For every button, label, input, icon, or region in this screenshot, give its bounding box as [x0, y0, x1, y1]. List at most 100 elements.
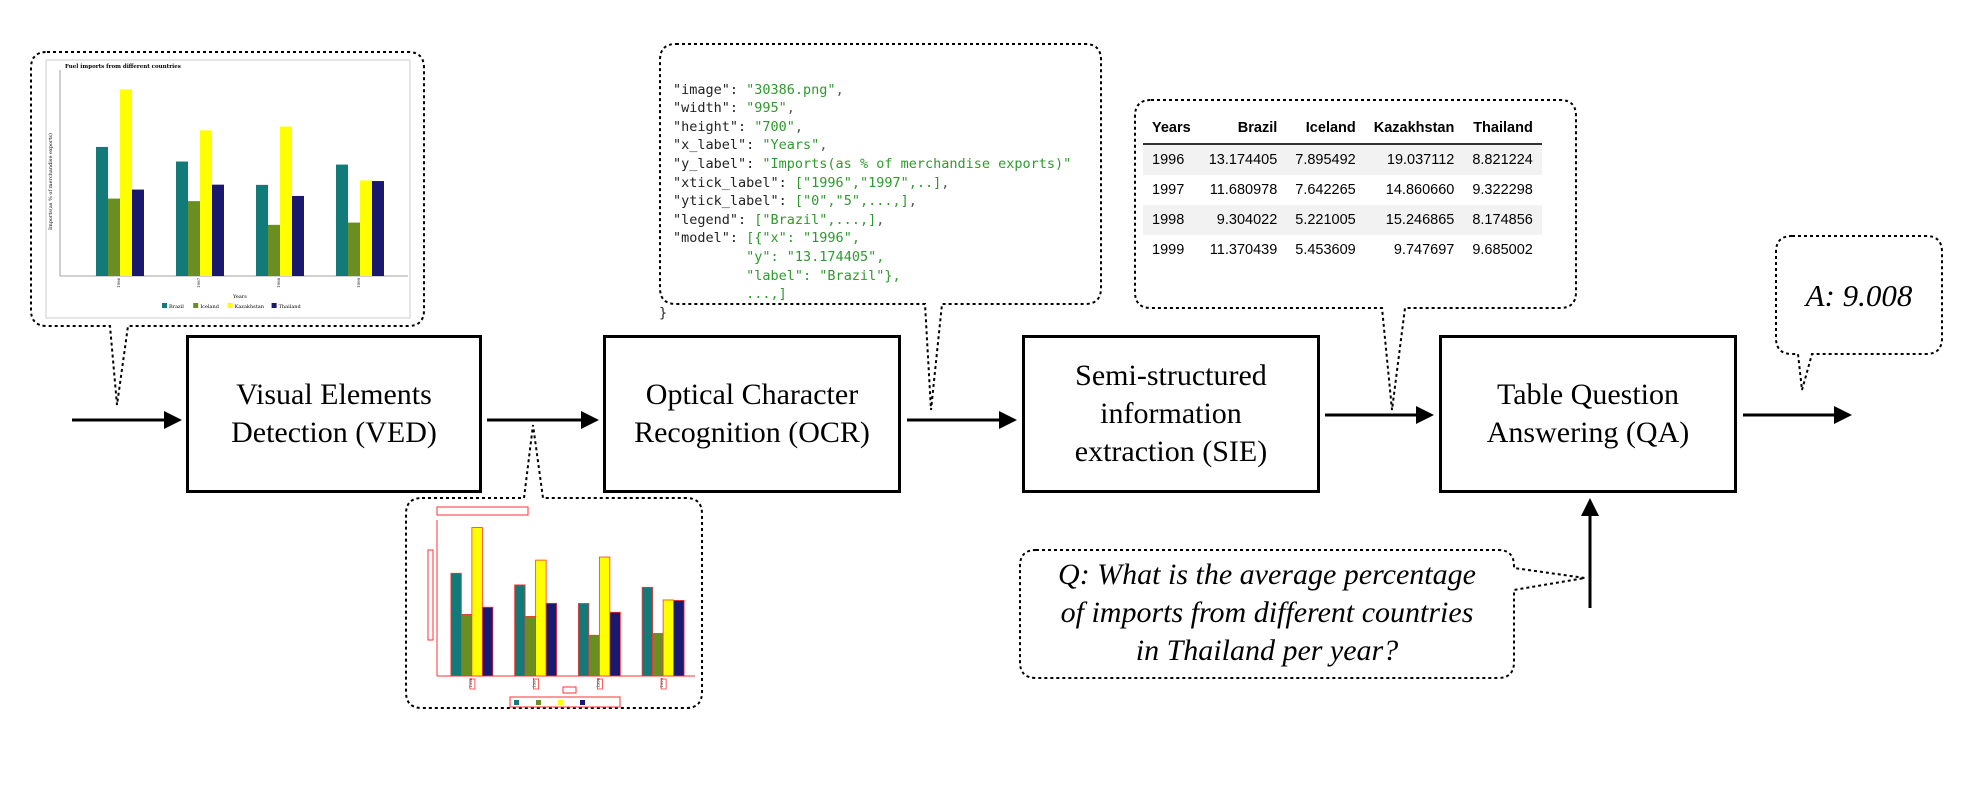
table-cell: 1998 [1143, 205, 1200, 235]
detected-legend-box [509, 696, 621, 708]
bar-iceland-1999 [652, 633, 664, 677]
table-header-row: Years Brazil Iceland Kazakhstan Thailand [1143, 116, 1542, 145]
table-cell: 13.174405 [1199, 144, 1287, 175]
bar-thailand-1997 [212, 184, 224, 276]
input-chart-ylabel: Imports(as % of merchandise exports) [47, 133, 54, 230]
table-cell: 11.370439 [1209, 242, 1278, 258]
table-bubble [1134, 99, 1577, 411]
json-line: "legend": ["Brazil",...,], [673, 211, 885, 228]
bar-brazil-1999 [641, 586, 654, 677]
detected-xlabel-box [562, 686, 577, 694]
table-cell: 19.037112 [1364, 144, 1464, 175]
table-cell: 9.747697 [1393, 242, 1455, 258]
bar-brazil-1999 [336, 164, 348, 276]
question-bubble [1019, 549, 1586, 679]
bar-iceland-1997 [188, 201, 200, 276]
bar-brazil-1997 [514, 584, 526, 677]
detected-legend [514, 700, 585, 705]
table-header: Brazil [1199, 116, 1287, 145]
bar-iceland-1997 [524, 616, 537, 677]
json-line: "ytick_label": ["0","5",...,], [673, 193, 917, 210]
answer-bubble [1775, 235, 1943, 391]
bar-thailand-1999 [673, 600, 685, 677]
bar-iceland-1996 [108, 198, 120, 276]
bar-iceland-1996 [460, 613, 473, 677]
stage-qa-line2: Answering (QA) [1486, 416, 1690, 449]
table-cell: 7.642265 [1295, 182, 1356, 198]
bar-kazakhstan-1999 [662, 599, 675, 677]
bar-thailand-1998 [609, 611, 621, 677]
table-cell: 9.322298 [1472, 182, 1533, 198]
json-line: "width": "995", [673, 100, 795, 117]
legend-swatch-thailand [580, 700, 585, 705]
legend-swatch-thailand [271, 303, 277, 308]
legend-swatch-brazil [162, 303, 167, 308]
stage-ved-line1: Visual Elements [236, 378, 432, 411]
bar-kazakhstan-1997 [200, 130, 212, 276]
ocr-json-output: "image": "30386.png","width": "995","hei… [659, 62, 1072, 341]
tick-label-1997: 1997 [196, 277, 201, 288]
input-chart: Fuel imports from different countries Im… [45, 59, 411, 319]
legend-swatch-iceland [193, 303, 199, 308]
bar-thailand-1996 [481, 606, 494, 677]
json-line: "xtick_label": ["1996","1997",..], [673, 174, 950, 191]
json-line: "y_label": "Imports(as % of merchandise … [673, 155, 1072, 172]
bar-iceland-1999 [348, 222, 360, 276]
table-header: Kazakhstan [1364, 116, 1464, 145]
table-cell: 9.304022 [1199, 205, 1287, 235]
stage-sie-line1: Semi-structured [1075, 359, 1267, 392]
tick-label-1998: 1998 [276, 277, 281, 288]
json-line: "label": "Brazil"}, [746, 267, 901, 284]
answer-text: A: 9.008 [1805, 278, 1913, 313]
legend-swatch-brazil [514, 700, 519, 705]
stage-sie: Semi-structured information extraction (SI… [1022, 335, 1320, 493]
json-line: "x_label": "Years", [673, 137, 828, 154]
table-cell: 14.860660 [1385, 182, 1455, 198]
tick-label-1999: 1999 [659, 677, 664, 688]
stage-sie-line3: extraction (SIE) [1074, 435, 1268, 468]
stage-qa-line1: Table Question [1496, 378, 1680, 411]
table-cell: 5.453609 [1295, 242, 1356, 258]
bar-brazil-1996 [96, 146, 108, 276]
bar-brazil-1998 [577, 603, 590, 677]
table-cell: 7.895492 [1286, 144, 1365, 175]
table-cell: 5.221005 [1286, 205, 1365, 235]
legend-label-iceland: Iceland [200, 304, 220, 310]
table-cell: 1997 [1152, 182, 1185, 198]
question-line2: of imports from different countries [1060, 596, 1474, 629]
json-line: "height": "700", [673, 118, 804, 135]
legend-swatch-kazakhstan [227, 303, 233, 308]
detected-ylabel-box [427, 549, 434, 641]
table-header: Thailand [1463, 116, 1542, 145]
json-line: ...,] [746, 286, 787, 303]
arrow-input-head [164, 411, 182, 429]
table-cell: 15.246865 [1364, 205, 1464, 235]
table-row: 1997 11.680978 7.642265 14.860660 9.322298 [1143, 175, 1542, 205]
json-line: "y": "13.174405", [746, 248, 885, 265]
legend-label-thailand: Thailand [279, 304, 302, 310]
input-chart-xlabel: Years [232, 294, 247, 300]
detected-tick-box-1999 [660, 678, 667, 690]
bar-brazil-1998 [256, 184, 268, 276]
json-line: "model": [{"x": "1996", [673, 230, 860, 247]
table-cell: 1996 [1143, 144, 1200, 175]
stage-sie-line2: information [1100, 397, 1242, 430]
detected-title-box [436, 506, 529, 516]
table-cell: 11.680978 [1209, 182, 1278, 198]
legend-swatch-kazakhstan [558, 700, 563, 705]
bar-iceland-1998 [588, 634, 600, 677]
bar-thailand-1997 [545, 602, 558, 677]
bar-kazakhstan-1999 [360, 180, 372, 276]
bar-kazakhstan-1996 [120, 89, 132, 277]
bar-kazakhstan-1996 [471, 527, 483, 677]
question-line1: Q: What is the average percentage [1058, 558, 1476, 591]
bar-thailand-1996 [132, 189, 144, 276]
table-header: Years [1143, 116, 1200, 145]
tick-label-1996: 1996 [468, 677, 473, 688]
